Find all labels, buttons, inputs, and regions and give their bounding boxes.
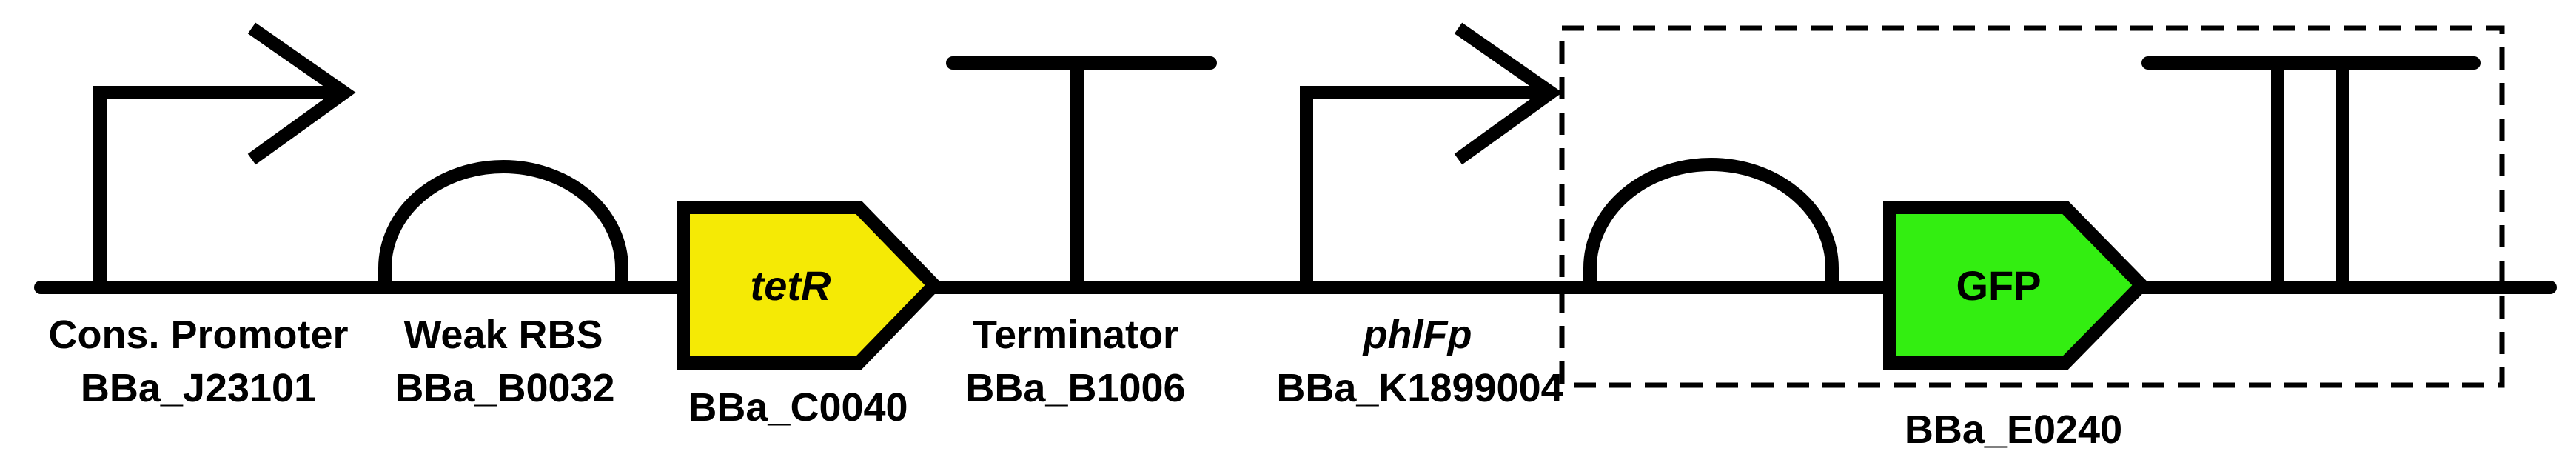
gfp-cds-glyph	[1883, 201, 2151, 370]
terminator-id: BBa_B1006	[965, 366, 1185, 410]
gfp-cds-label: GFP	[1956, 262, 2041, 309]
terminator-name: Terminator	[973, 313, 1178, 357]
promoter-1-id: BBa_J23101	[81, 366, 316, 410]
promoter-2-name: phlFp	[1362, 313, 1472, 357]
promoter-1-name: Cons. Promoter	[48, 313, 348, 357]
tetr-cds-label: tetR	[751, 262, 831, 309]
cds-1-id: BBa_C0040	[688, 385, 908, 430]
double-terminator-glyph	[2141, 56, 2481, 294]
tetr-cds-glyph	[677, 201, 944, 370]
rbs-2-glyph	[1583, 158, 1839, 287]
rbs-1-name: Weak RBS	[403, 313, 603, 357]
promoter-1-glyph	[93, 22, 356, 287]
rbs-1-glyph	[378, 160, 628, 287]
promoter-2-glyph	[1300, 22, 1563, 287]
device-dashed-box	[1559, 25, 2505, 388]
promoter-2-id: BBa_K1899004	[1276, 366, 1563, 410]
device-id: BBa_E0240	[1905, 407, 2122, 452]
terminator-glyph	[946, 56, 1217, 294]
rbs-1-id: BBa_B0032	[395, 366, 614, 410]
